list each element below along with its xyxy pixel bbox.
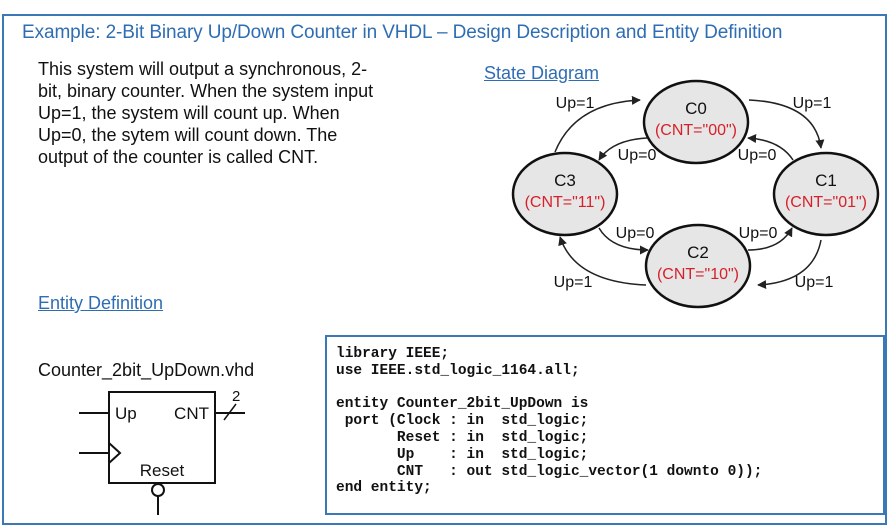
- code-line: CNT : out std_logic_vector(1 downto 0));: [336, 463, 763, 480]
- state-c2-output: (CNT="10"): [657, 266, 739, 283]
- code-line: library IEEE;: [336, 346, 450, 362]
- transition-c1-c0-arrow: [747, 134, 794, 161]
- description-line: bit, binary counter. When the system inp…: [38, 81, 374, 101]
- transition-c2-c1-arrow: [747, 227, 793, 251]
- entity-block: [108, 391, 216, 484]
- transition-c0-c3-arrow: [598, 137, 648, 161]
- state-c1-circle: [772, 151, 880, 237]
- reset-port-label: Reset: [140, 461, 185, 480]
- transition-c1-c2-arrow: [757, 239, 822, 290]
- state-c1-name: C1: [815, 171, 837, 190]
- label-c2-c1-down: Up=0: [739, 225, 778, 242]
- entity-definition-heading: Entity Definition: [38, 293, 164, 313]
- label-c1-c0-down: Up=0: [738, 147, 777, 164]
- state-diagram-heading: State Diagram: [484, 63, 600, 83]
- state-c2: C2 (CNT="10"): [644, 223, 752, 309]
- label-c0-c1-up: Up=1: [793, 95, 832, 112]
- state-c0-name: C0: [685, 99, 707, 118]
- state-c0-circle: [642, 79, 750, 165]
- reset-inversion-bubble: [151, 483, 165, 497]
- vhdl-code-box: library IEEE; use IEEE.std_logic_1164.al…: [325, 335, 885, 515]
- transition-c2-c3-arrow: [558, 236, 647, 286]
- description-line: output of the counter is called CNT.: [38, 147, 319, 167]
- label-c2-c3-up: Up=1: [554, 274, 593, 291]
- entity-symbol: 2 Up CNT Reset: [79, 388, 245, 515]
- bus-slash-icon: [223, 403, 237, 421]
- vhdl-filename: Counter_2bit_UpDown.vhd: [38, 360, 255, 380]
- code-line: use IEEE.std_logic_1164.all;: [336, 362, 580, 379]
- label-c3-c0-up: Up=1: [556, 95, 595, 112]
- state-c1: C1 (CNT="01"): [772, 151, 880, 237]
- transition-c3-c2-arrow: [598, 227, 649, 255]
- code-line: end entity;: [336, 480, 432, 497]
- page-title: Example: 2-Bit Binary Up/Down Counter in…: [22, 22, 783, 43]
- code-line: entity Counter_2bit_UpDown is: [336, 396, 589, 413]
- state-c3-circle: [511, 151, 619, 237]
- content-frame: [2, 14, 887, 525]
- code-line: Up : in std_logic;: [336, 446, 589, 463]
- state-c1-output: (CNT="01"): [785, 194, 867, 211]
- state-c0-output: (CNT="00"): [655, 122, 737, 139]
- code-line: port (Clock : in std_logic;: [336, 413, 589, 430]
- label-c0-c3-down: Up=0: [618, 147, 657, 164]
- description-line: This system will output a synchronous, 2…: [38, 59, 368, 79]
- description-line: Up=0, the sytem will count down. The: [38, 125, 338, 145]
- state-c2-circle: [644, 223, 752, 309]
- state-c3: C3 (CNT="11"): [511, 151, 619, 237]
- vhdl-code: library IEEE; use IEEE.std_logic_1164.al…: [336, 346, 762, 497]
- transition-c0-c1-arrow: [748, 99, 825, 149]
- code-line: Reset : in std_logic;: [336, 429, 589, 446]
- state-c0: C0 (CNT="00"): [642, 79, 750, 165]
- label-c1-c2-up: Up=1: [795, 274, 834, 291]
- state-c3-name: C3: [554, 171, 576, 190]
- bus-width-label: 2: [232, 388, 240, 405]
- clock-edge-icon: [108, 442, 122, 464]
- state-c3-output: (CNT="11"): [525, 194, 606, 211]
- transition-c3-c0-arrow: [554, 95, 641, 153]
- up-port-label: Up: [115, 404, 137, 423]
- state-c2-name: C2: [687, 243, 709, 262]
- description-line: Up=1, the system will count up. When: [38, 103, 340, 123]
- cnt-port-label: CNT: [174, 404, 209, 423]
- label-c3-c2-down: Up=0: [616, 225, 655, 242]
- design-description: This system will output a synchronous, 2…: [38, 58, 438, 168]
